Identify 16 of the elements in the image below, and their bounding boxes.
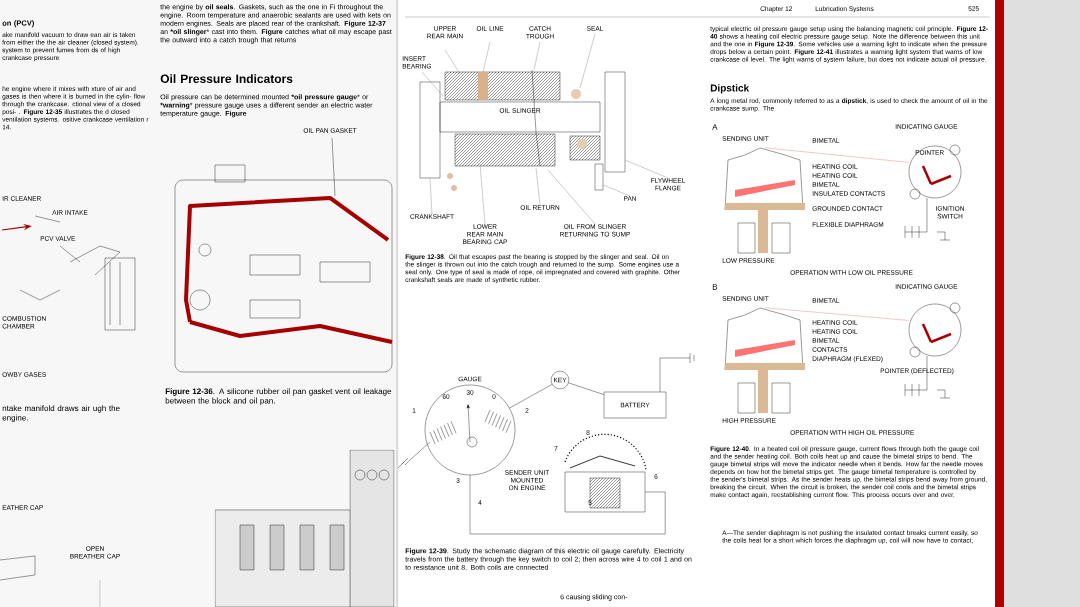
wire: [509, 384, 553, 409]
figure-caption: Figure 12-36. A silicone rubber oil pan gasket vent oil leakage between the block and oil pan.: [165, 388, 392, 406]
section-heading: Dipstick: [710, 84, 750, 94]
sender-unit: [589, 477, 621, 509]
sending-unit-drawing: [724, 147, 805, 254]
wire: [764, 147, 909, 163]
figure-caption: ntake manifold draws air ugh the engine.: [2, 405, 120, 423]
wire: [469, 475, 666, 535]
sending-unit-drawing: [724, 307, 805, 414]
sender-unit: [564, 471, 646, 513]
panel-letter: A: [712, 124, 718, 130]
wire: [764, 307, 909, 321]
panel-letter: B: [712, 284, 718, 290]
section-heading: Oil Pressure Indicators: [160, 74, 293, 83]
gauge-drawing: [904, 144, 962, 241]
wire: [568, 382, 604, 395]
